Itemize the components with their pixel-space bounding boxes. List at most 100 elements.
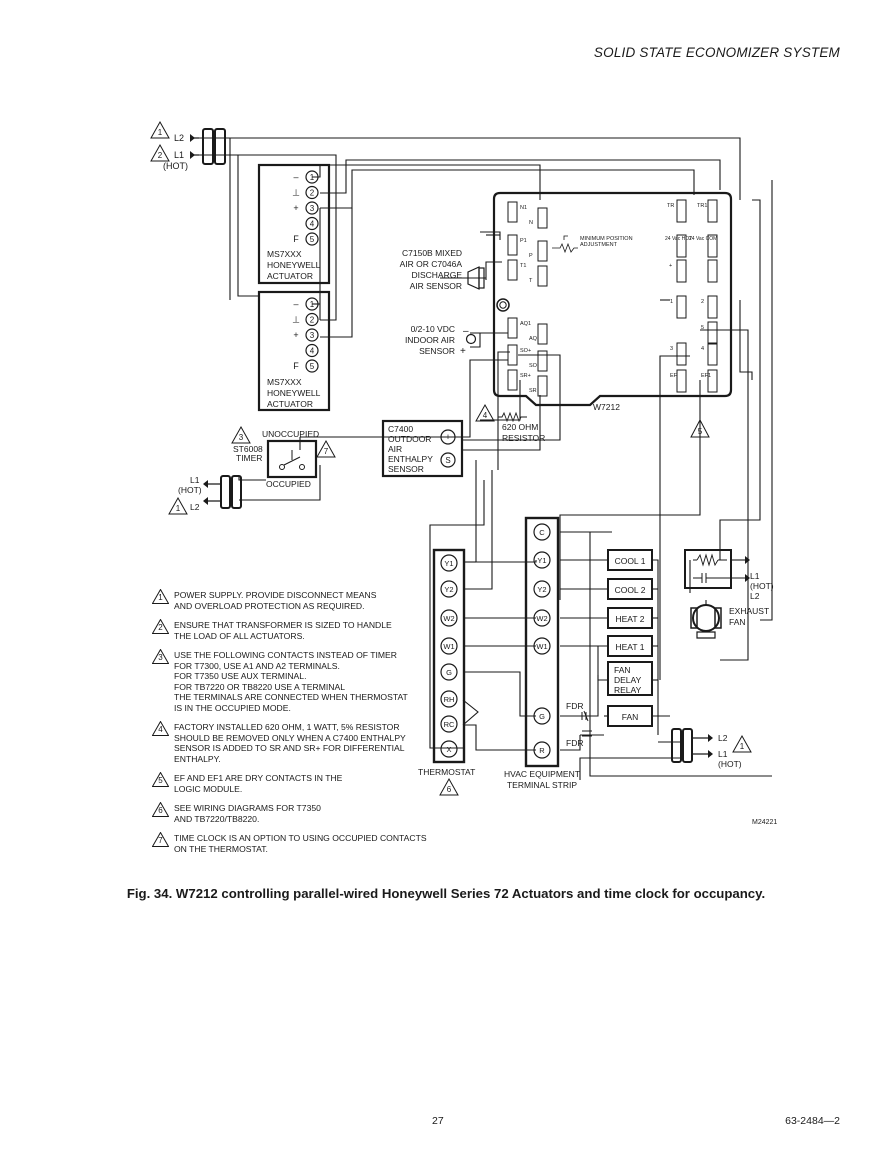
power-top-l2-label: L2 xyxy=(174,133,184,143)
svg-text:UNOCCUPIED: UNOCCUPIED xyxy=(262,429,319,439)
svg-text:W2: W2 xyxy=(536,614,547,623)
svg-text:FAN: FAN xyxy=(729,617,746,627)
actuator-pin xyxy=(305,201,319,215)
svg-text:1: 1 xyxy=(670,299,673,305)
thermostat-terminal xyxy=(440,554,458,572)
svg-text:W1: W1 xyxy=(443,642,454,651)
svg-text:3: 3 xyxy=(239,433,244,442)
svg-text:L2: L2 xyxy=(718,733,728,743)
indoor-air-sensor: 0/2-10 VDC INDOOR AIR SENSOR – + xyxy=(405,324,477,357)
actuator-pin xyxy=(305,216,319,231)
svg-text:0/2-10 VDC: 0/2-10 VDC xyxy=(411,324,455,334)
svg-text:1: 1 xyxy=(740,742,745,751)
figure-id: M24221 xyxy=(752,819,777,826)
svg-text:ACTUATOR: ACTUATOR xyxy=(267,271,313,281)
actuator-pin xyxy=(305,232,319,246)
actuator-pin xyxy=(305,297,319,311)
svg-text:INDOOR AIR: INDOOR AIR xyxy=(405,335,455,345)
note-number-triangle-icon: 1 xyxy=(152,589,169,604)
exhaust-fan: L1 (HOT) L2 EXHAUST FAN xyxy=(684,549,774,639)
svg-text:ACTUATOR: ACTUATOR xyxy=(267,399,313,409)
svg-text:1: 1 xyxy=(310,173,315,182)
load-cool-2: COOL 2 xyxy=(615,585,646,595)
note-number-triangle-icon: 4 xyxy=(152,721,169,736)
svg-text:4: 4 xyxy=(483,411,488,420)
figure-caption: Fig. 34. W7212 controlling parallel-wire… xyxy=(126,886,766,901)
note-2-marker-top: 2 xyxy=(158,151,163,160)
svg-text:+: + xyxy=(669,263,672,269)
svg-text:MINIMUM POSITION: MINIMUM POSITION xyxy=(580,236,633,242)
st6008-timer: 3 UNOCCUPIED ST6008 TIMER OCCUPIED 7 xyxy=(231,425,336,489)
w7212-terminal xyxy=(507,201,518,223)
svg-text:24 Vac COM: 24 Vac COM xyxy=(689,236,717,242)
note-1-marker-top: 1 xyxy=(158,128,163,137)
mixed-air-sensor: C7150B MIXED AIR OR C7046A DISCHARGE AIR… xyxy=(400,248,485,291)
svg-text:2: 2 xyxy=(310,189,315,198)
thermostat-terminal xyxy=(440,715,458,733)
w7212-terminal xyxy=(537,265,548,287)
svg-text:Y2: Y2 xyxy=(537,585,546,594)
note-number-triangle-icon: 3 xyxy=(152,649,169,664)
load-heat-2: HEAT 2 xyxy=(616,614,645,624)
w7212-terminal xyxy=(507,259,518,281)
svg-text:5: 5 xyxy=(310,362,315,371)
strip-terminal xyxy=(533,637,551,655)
load-cool-1: COOL 1 xyxy=(615,556,646,566)
power-connector-bottom: L2 L1 (HOT) 1 xyxy=(671,728,752,769)
svg-text:HVAC EQUIPMENT: HVAC EQUIPMENT xyxy=(504,769,580,779)
thermostat-terminal xyxy=(440,740,458,758)
svg-text:+: + xyxy=(445,432,450,442)
power-top-l1-label: L1 xyxy=(174,150,184,160)
strip-terminal xyxy=(533,707,551,725)
svg-text:AIR: AIR xyxy=(388,444,402,454)
wires xyxy=(199,137,773,780)
w7212-terminal xyxy=(537,323,548,345)
svg-text:R: R xyxy=(539,746,545,755)
svg-text:2: 2 xyxy=(701,299,704,305)
strip-terminal xyxy=(533,551,551,569)
svg-text:L1: L1 xyxy=(718,749,728,759)
svg-text:X: X xyxy=(446,745,451,754)
actuator-pin xyxy=(305,170,319,184)
w7212-terminal xyxy=(537,375,548,397)
actuator-pin xyxy=(305,343,319,358)
svg-text:2: 2 xyxy=(310,316,315,325)
svg-text:AIR SENSOR: AIR SENSOR xyxy=(410,281,462,291)
actuator-pin xyxy=(305,185,319,200)
power-top-hot-label: (HOT) xyxy=(163,161,188,171)
w7212-terminal xyxy=(507,234,518,256)
strip-terminal xyxy=(533,523,551,541)
svg-text:1: 1 xyxy=(310,300,315,309)
svg-text:ENTHALPY: ENTHALPY xyxy=(388,454,433,464)
svg-text:4: 4 xyxy=(701,346,704,352)
svg-text:620 OHM: 620 OHM xyxy=(502,422,538,432)
note-5-marker: 5 xyxy=(698,427,703,436)
svg-text:ADJUSTMENT: ADJUSTMENT xyxy=(580,242,618,248)
svg-text:RESISTOR: RESISTOR xyxy=(502,433,545,443)
svg-text:T1: T1 xyxy=(520,263,526,269)
svg-text:7: 7 xyxy=(324,447,329,456)
svg-text:⊥: ⊥ xyxy=(292,315,300,325)
svg-text:3: 3 xyxy=(310,204,315,213)
svg-text:–: – xyxy=(293,172,298,182)
svg-text:Y1: Y1 xyxy=(444,559,453,568)
power-connector-mid: L1 (HOT) 1 L2 xyxy=(168,475,242,515)
load-heat-1: HEAT 1 xyxy=(616,642,645,652)
w7212-terminal xyxy=(507,369,518,391)
svg-text:24 Vac HOT: 24 Vac HOT xyxy=(665,236,692,242)
svg-text:P: P xyxy=(529,253,533,259)
thermostat-label: THERMOSTAT xyxy=(418,767,475,777)
svg-text:–: – xyxy=(463,326,469,337)
svg-text:W2: W2 xyxy=(443,614,454,623)
svg-text:TR: TR xyxy=(667,203,674,209)
svg-text:L2: L2 xyxy=(750,591,760,601)
note-number-triangle-icon: 5 xyxy=(152,772,169,787)
strip-terminal xyxy=(533,609,551,627)
svg-text:P1: P1 xyxy=(520,238,527,244)
svg-text:FDR: FDR xyxy=(566,738,583,748)
